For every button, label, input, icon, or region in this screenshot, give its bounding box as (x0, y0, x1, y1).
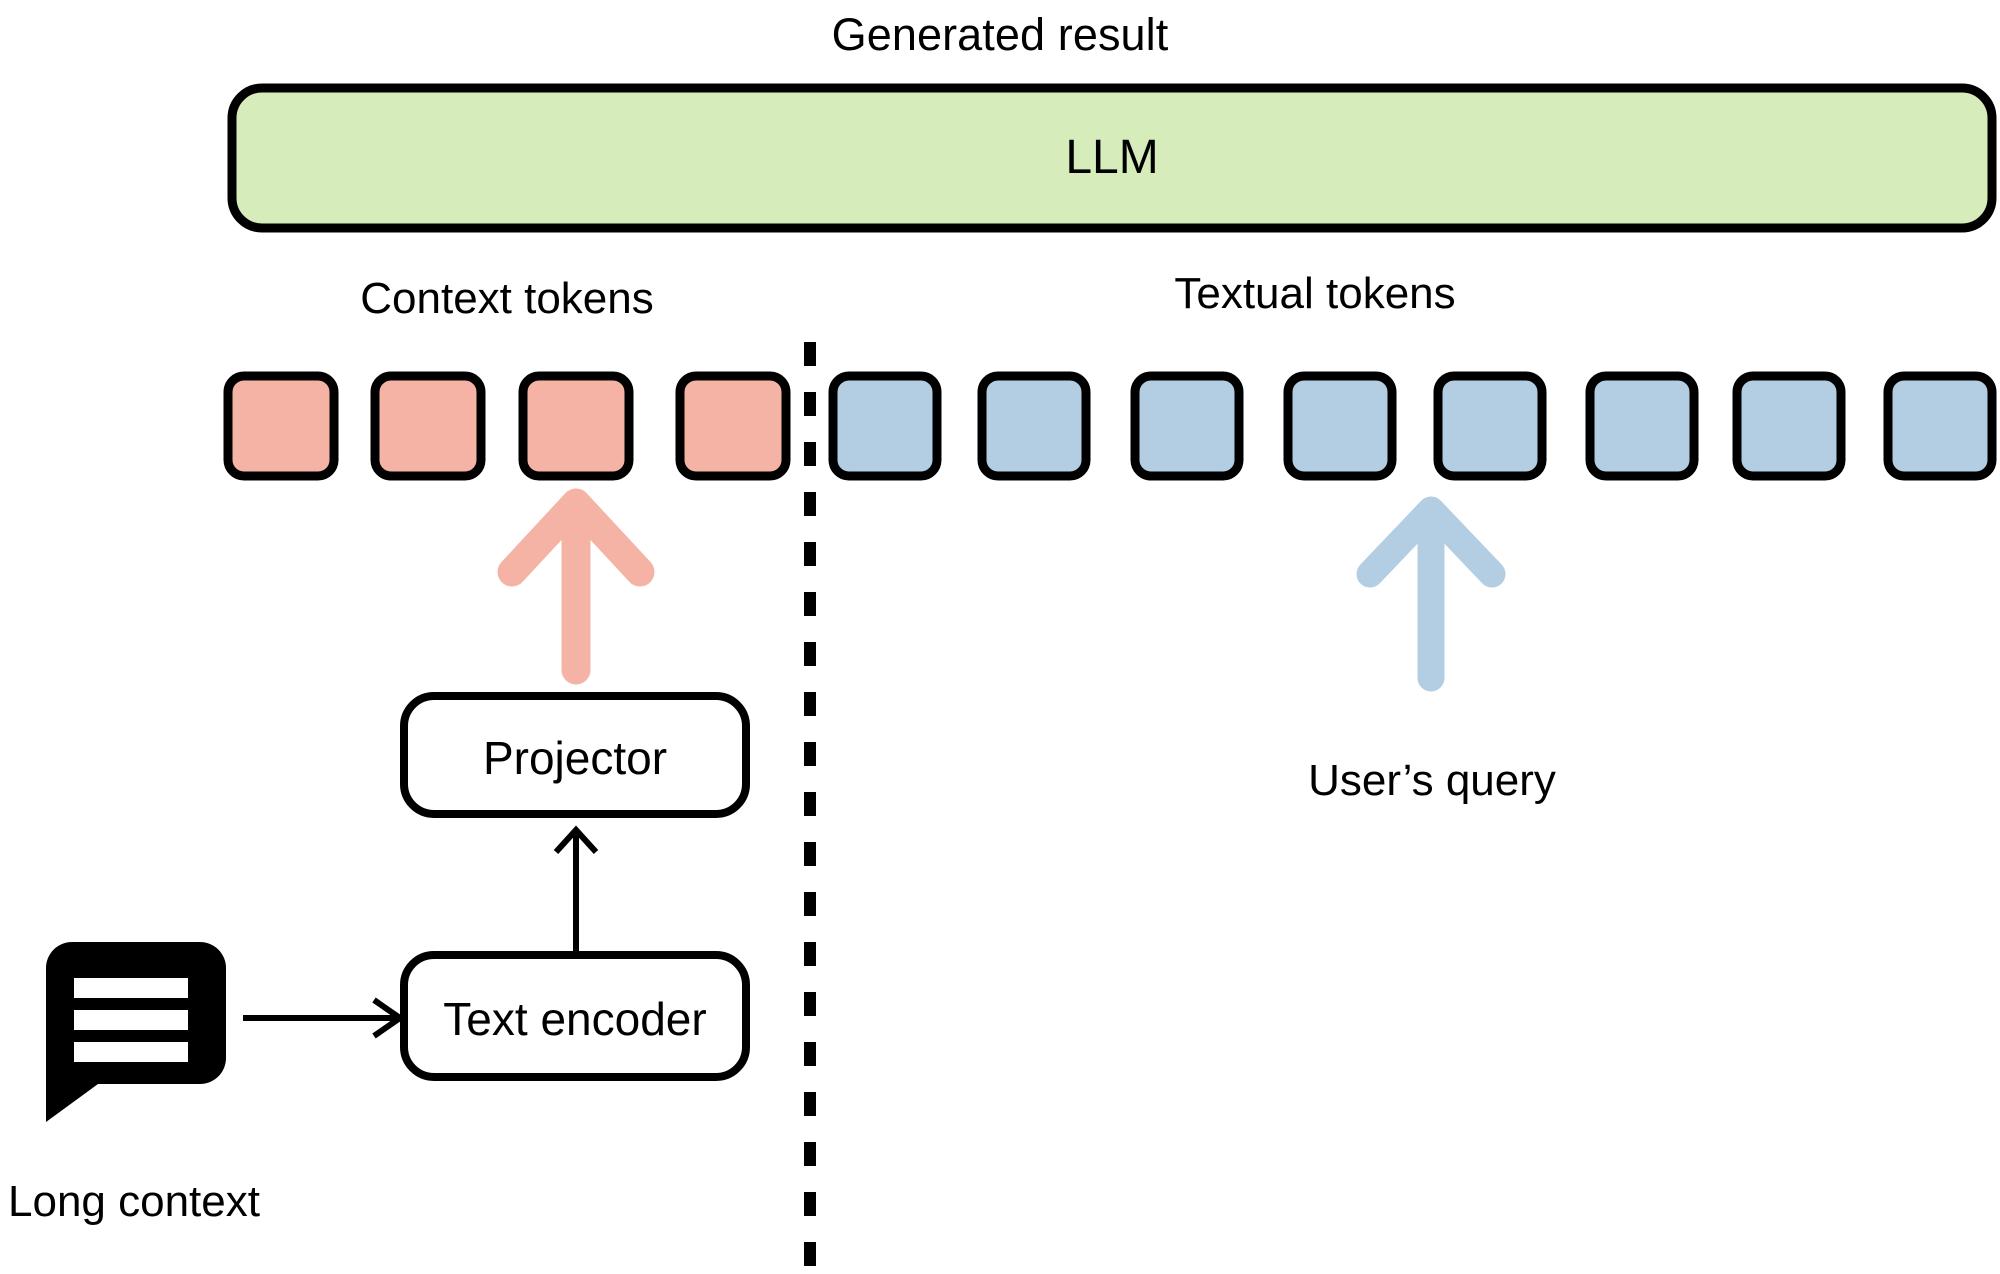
context-token-3[interactable] (518, 371, 634, 481)
context-token-1[interactable] (223, 371, 339, 481)
context-tokens-label: Context tokens (360, 274, 654, 323)
textual-tokens-label: Textual tokens (1174, 269, 1456, 318)
textual-token-8[interactable] (1883, 371, 1997, 481)
context-token-group (223, 371, 791, 481)
encoder-to-projector-arrow (553, 825, 599, 952)
generated-result-caption: Generated result (831, 9, 1169, 60)
textual-token-6[interactable] (1585, 371, 1699, 481)
textual-arrow (1356, 496, 1506, 692)
textual-token-5[interactable] (1433, 371, 1547, 481)
textual-token-7[interactable] (1732, 371, 1846, 481)
speech-bubble-icon (46, 942, 226, 1122)
projector-label: Projector (482, 732, 668, 784)
textual-token-1[interactable] (828, 371, 942, 481)
llm-label: LLM (1065, 131, 1159, 184)
textual-token-4[interactable] (1283, 371, 1397, 481)
textual-token-group (828, 371, 1997, 481)
llm-block[interactable] (227, 83, 1997, 233)
textual-token-3[interactable] (1130, 371, 1244, 481)
context-input-arrow (243, 997, 406, 1039)
long-context-label: Long context (8, 1177, 260, 1226)
text-encoder-box[interactable] (400, 951, 750, 1081)
context-arrow (497, 488, 655, 685)
user-query-label: User’s query (1308, 756, 1556, 805)
text-encoder-label: Text encoder (443, 993, 707, 1045)
projector-box[interactable] (400, 692, 750, 818)
context-token-2[interactable] (370, 371, 486, 481)
textual-token-2[interactable] (977, 371, 1091, 481)
context-token-4[interactable] (675, 371, 791, 481)
